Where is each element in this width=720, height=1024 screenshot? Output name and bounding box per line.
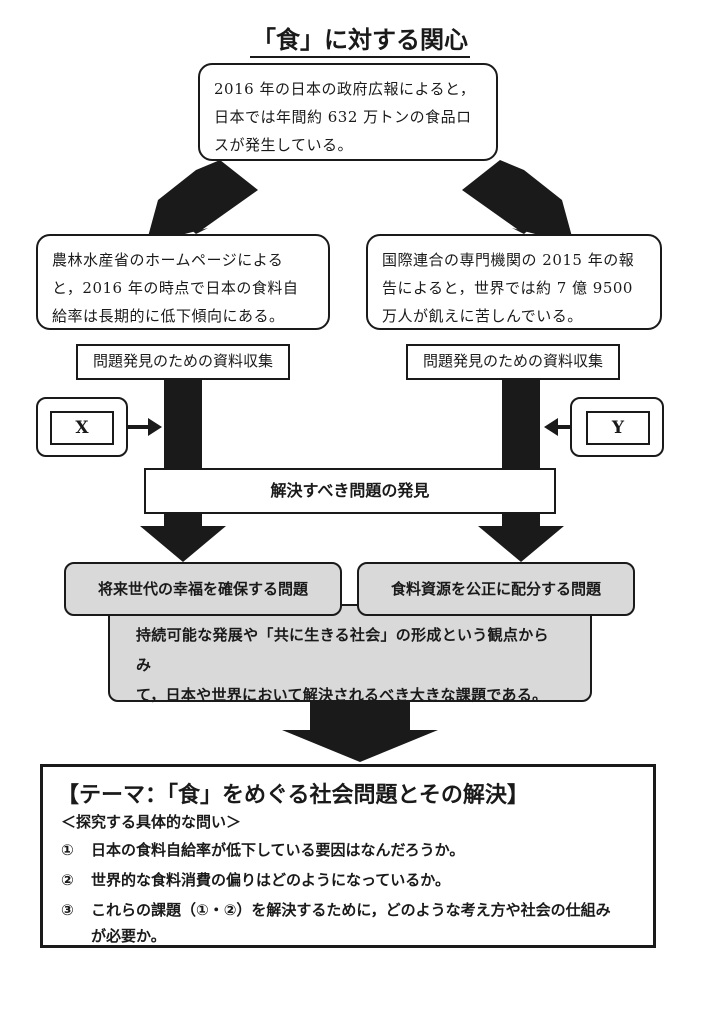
right-info-box: 国際連合の専門機関の 2015 年の報 告によると，世界では約 7 億 9500…	[366, 234, 662, 330]
right-research-label: 問題発見のための資料収集	[406, 344, 620, 380]
discover-problem-box: 解決すべき問題の発見	[144, 468, 556, 514]
theme-title: 【テーマ：「食」をめぐる社会問題とその解決】	[57, 783, 529, 808]
question-3: ③ これらの課題（①・②）を解決するために，どのような考え方や社会の仕組みが必要か…	[61, 897, 651, 949]
left-box-line-1: 農林水産省のホームページによる	[52, 251, 284, 269]
theme-subtitle: ＜探究する具体的な問い＞	[61, 813, 242, 831]
question-1: ① 日本の食料自給率が低下している要因はなんだろうか。	[61, 837, 464, 863]
top-box-line-3: スが発生している。	[214, 136, 354, 154]
problem-future-generations: 将来世代の幸福を確保する問題	[64, 562, 342, 616]
left-down-arrow	[140, 526, 226, 562]
question-3-text: これらの課題（①・②）を解決するために，どのような考え方や社会の仕組み	[91, 901, 611, 919]
question-1-number: ①	[61, 841, 74, 859]
left-box-line-3: 給率は長期的に低下傾向にある。	[52, 307, 285, 325]
left-research-label: 問題発見のための資料収集	[76, 344, 290, 380]
top-box-line-2: 日本では年間約 632 万トンの食品ロ	[214, 108, 472, 126]
top-box-line-1: 2016 年の日本の政府広報によると，	[214, 80, 476, 98]
top-info-box: 2016 年の日本の政府広報によると， 日本では年間約 632 万トンの食品ロ …	[198, 63, 498, 161]
right-down-arrow	[478, 526, 564, 562]
x-label: X	[50, 411, 114, 445]
y-box: Y	[570, 397, 664, 457]
x-arrow-head	[148, 418, 162, 436]
summary-line-2: て，日本や世界において解決されるべき大きな課題である。	[136, 686, 548, 704]
question-1-text: 日本の食料自給率が低下している要因はなんだろうか。	[91, 841, 465, 859]
question-2-text: 世界的な食料消費の偏りはどのようになっているか。	[91, 871, 450, 889]
bottom-arrow-shaft	[310, 702, 410, 732]
left-info-box: 農林水産省のホームページによる と，2016 年の時点で日本の食料自 給率は長期…	[36, 234, 330, 330]
summary-box: 持続可能な発展や「共に生きる社会」の形成という観点からみ て，日本や世界において…	[108, 604, 592, 704]
theme-box: 【テーマ：「食」をめぐる社会問題とその解決】 ＜探究する具体的な問い＞ ① 日本の…	[40, 764, 656, 948]
x-box: X	[36, 397, 128, 457]
question-3-number: ③	[61, 901, 74, 919]
arrow-to-right-box	[462, 160, 574, 244]
right-box-line-2: 告によると，世界では約 7 億 9500	[382, 279, 633, 297]
page-title: 「食」に対する関心	[0, 20, 720, 58]
question-2-number: ②	[61, 871, 74, 889]
problem-food-distribution: 食料資源を公正に配分する問題	[357, 562, 635, 616]
arrow-to-left-box	[146, 160, 258, 244]
question-3-text-continued: が必要か。	[91, 927, 166, 945]
bottom-arrow-head	[282, 730, 438, 762]
right-box-line-3: 万人が飢えに苦しんでいる。	[382, 307, 583, 325]
y-label: Y	[586, 411, 650, 445]
y-arrow-head	[544, 418, 558, 436]
summary-line-1: 持続可能な発展や「共に生きる社会」の形成という観点からみ	[136, 626, 549, 674]
right-box-line-1: 国際連合の専門機関の 2015 年の報	[382, 251, 635, 269]
left-box-line-2: と，2016 年の時点で日本の食料自	[52, 279, 299, 297]
question-2: ② 世界的な食料消費の偏りはどのようになっているか。	[61, 867, 450, 893]
